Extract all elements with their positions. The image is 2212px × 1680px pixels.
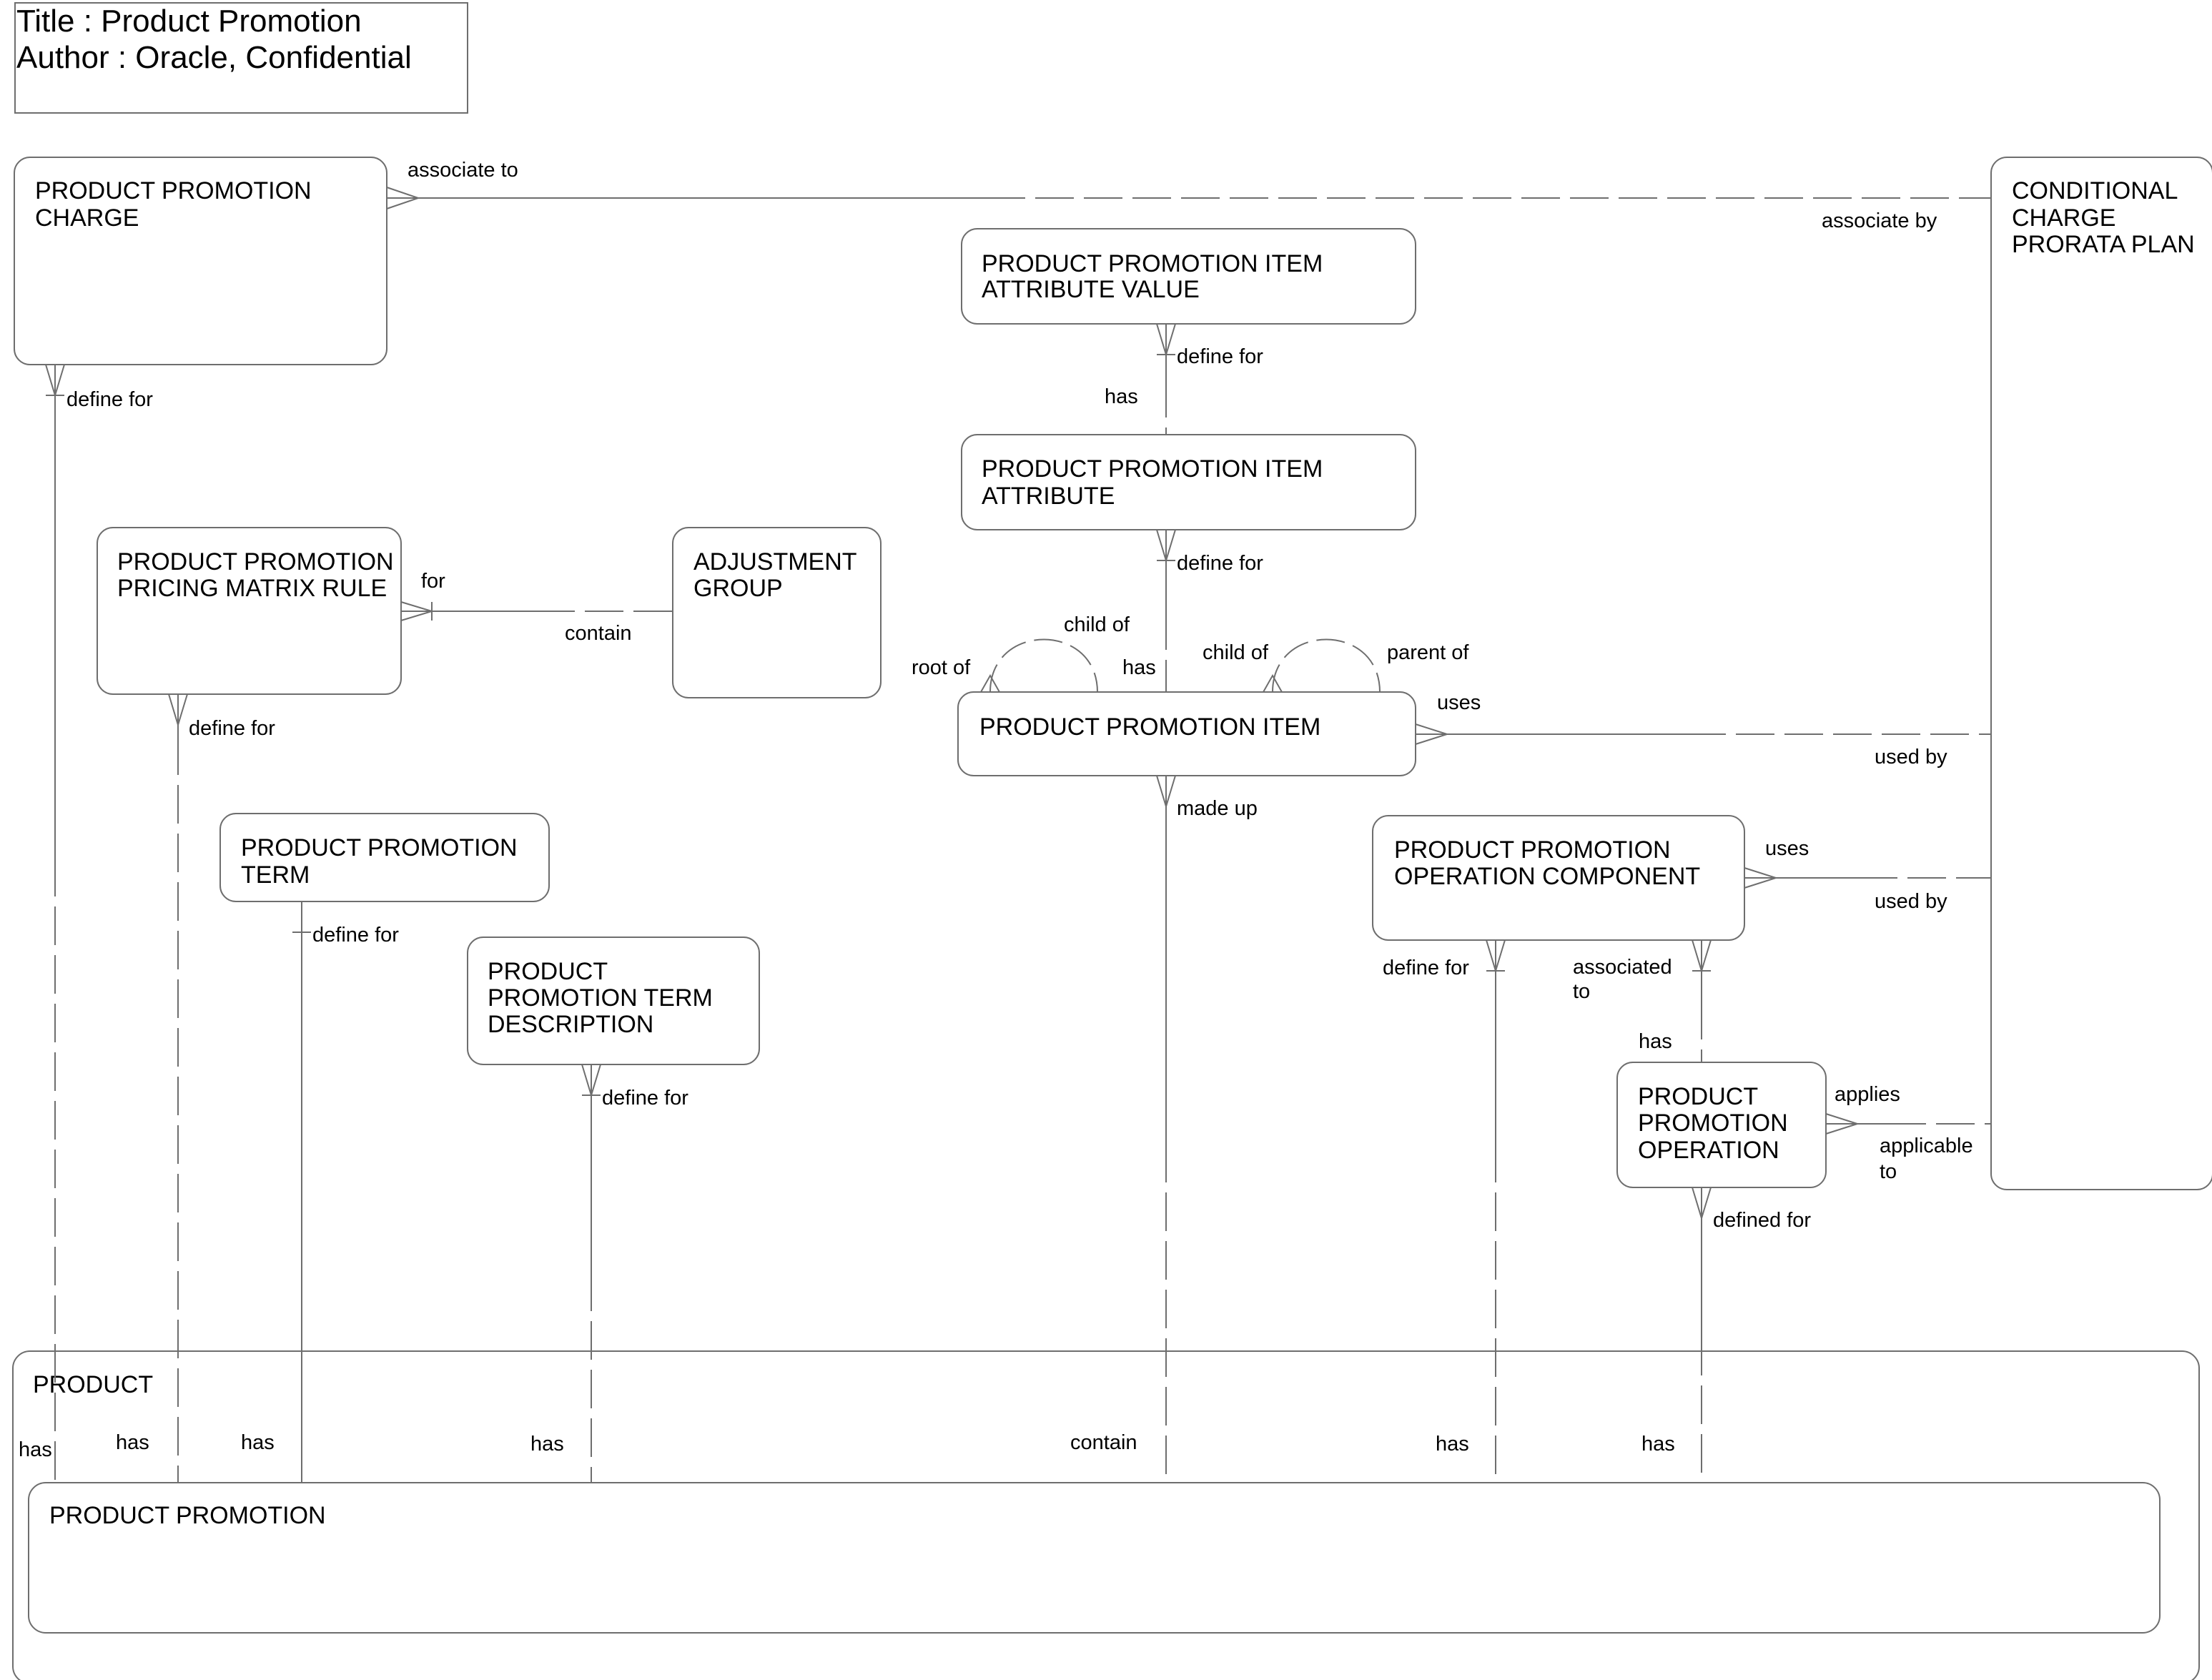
rel-label-associate-by: associate by: [1822, 209, 1937, 232]
rel-label-opcomp-define-for: define for: [1383, 957, 1469, 979]
rel-label-iav-define-for: define for: [1177, 345, 1263, 368]
rel-label-op-applies: applies: [1835, 1083, 1900, 1106]
rel-label-iav-has: has: [1105, 385, 1138, 408]
entity-iav-line-2: ATTRIBUTE VALUE: [982, 276, 1200, 303]
entity-pricing-line-2: PRICING MATRIX RULE: [117, 575, 387, 602]
entity-charge-line-1: PRODUCT PROMOTION: [35, 177, 312, 204]
rel-label-term-define-for: define for: [312, 924, 399, 947]
entity-term-line-1: PRODUCT PROMOTION: [241, 834, 518, 861]
entity-opcomp-line-2: OPERATION COMPONENT: [1394, 863, 1700, 890]
entity-conditional-line-1: CONDITIONAL: [2012, 177, 2178, 204]
entity-opcomp-line-1: PRODUCT PROMOTION: [1394, 836, 1671, 864]
rel-label-charge-define-for: define for: [66, 388, 153, 411]
rel-iav-attribute: define for has: [1105, 323, 1263, 435]
rel-termdesc-promotion: define for has: [530, 1064, 688, 1483]
rel-label-opcomp-op-has: has: [1639, 1030, 1672, 1053]
entity-ia-line-1: PRODUCT PROMOTION ITEM: [982, 455, 1323, 483]
rel-attribute-item: define for has: [1122, 529, 1263, 692]
entity-item-attribute-box[interactable]: [961, 434, 1416, 530]
rel-item-promotion: made up contain: [1070, 775, 1258, 1483]
rel-label-child-of: child of: [1203, 641, 1269, 664]
entity-conditional-charge-prorata-plan-box[interactable]: [1990, 157, 2212, 1190]
entity-charge-line-2: CHARGE: [35, 204, 139, 232]
entity-termdesc-line-3: DESCRIPTION: [488, 1011, 653, 1038]
rel-pricing-promotion: define for has: [116, 693, 275, 1483]
rel-label-attr-define-for: define for: [1177, 552, 1263, 575]
entity-operation-line-3: OPERATION: [1638, 1137, 1779, 1164]
rel-label-opcomp-has: has: [1436, 1433, 1469, 1456]
diagram-title: Title : Product Promotion: [16, 4, 362, 39]
entity-product-promotion-label: PRODUCT PROMOTION: [49, 1502, 326, 1529]
rel-label-op-applicable-to: to: [1880, 1160, 1897, 1183]
entity-termdesc-line-2: PROMOTION TERM: [488, 984, 713, 1012]
entity-adjustment-line-1: ADJUSTMENT: [693, 548, 857, 575]
rel-label-item-contain: contain: [1070, 1431, 1137, 1454]
entity-adjustment-group-box[interactable]: [672, 527, 882, 698]
rel-label-pricing-define-for: define for: [189, 717, 275, 740]
rel-label-item-made-up: made up: [1177, 797, 1258, 820]
entity-adjustment-line-2: GROUP: [693, 575, 783, 602]
entity-product-promotion-charge-box[interactable]: [14, 157, 387, 365]
rel-item-parent-recursion: child of parent of: [1203, 638, 1469, 693]
entity-operation-line-2: PROMOTION: [1638, 1110, 1788, 1137]
rel-operation-conditional: applies applicable to: [1825, 1083, 1991, 1183]
rel-label-item-used-by: used by: [1875, 746, 1947, 769]
entity-conditional-line-2: CHARGE: [2012, 204, 2115, 232]
rel-label-opcomp-associated-to: to: [1573, 980, 1590, 1003]
rel-label-op-defined-for: defined for: [1713, 1209, 1811, 1232]
entity-pricing-line-1: PRODUCT PROMOTION: [117, 548, 394, 575]
rel-operation-promotion: defined for has: [1641, 1187, 1811, 1483]
rel-charge-promotion: define for has: [19, 364, 153, 1483]
rel-label-parent-of: parent of: [1387, 641, 1469, 664]
rel-label-pricing-has: has: [116, 1431, 149, 1454]
entity-conditional-line-3: PRORATA PLAN: [2012, 231, 2195, 258]
rel-label-charge-has: has: [19, 1438, 52, 1461]
rel-label-op-has: has: [1641, 1433, 1675, 1456]
entity-iav-line-1: PRODUCT PROMOTION ITEM: [982, 250, 1323, 277]
rel-label-termdesc-has: has: [530, 1433, 564, 1456]
rel-opcomp-conditional: uses used by: [1744, 837, 1991, 913]
rel-label-opcomp-uses: uses: [1765, 837, 1809, 860]
rel-label-pricing-for: for: [421, 570, 445, 593]
rel-label-op-applicable: applicable: [1880, 1135, 1973, 1157]
entity-termdesc-line-1: PRODUCT: [488, 958, 608, 985]
rel-label-opcomp-used-by: used by: [1875, 890, 1947, 913]
rel-label-pricing-contain: contain: [565, 622, 632, 645]
rel-opcomp-promotion: define for has: [1383, 939, 1506, 1483]
entity-product-label: PRODUCT: [33, 1371, 153, 1398]
rel-item-root-recursion: root of child of: [912, 613, 1130, 693]
entity-item-attribute-value-box[interactable]: [961, 228, 1416, 325]
rel-label-termdesc-define-for: define for: [602, 1087, 688, 1110]
rel-label-item-uses: uses: [1437, 691, 1481, 714]
rel-opcomp-operation: associated to has: [1573, 939, 1712, 1062]
rel-item-conditional: uses used by: [1415, 691, 1991, 769]
rel-label-attr-has: has: [1122, 656, 1156, 679]
rel-label-associate-to: associate to: [408, 159, 518, 182]
entity-product-promotion-term-box[interactable]: [219, 813, 550, 902]
entity-product-promotion-box[interactable]: [28, 1482, 2161, 1634]
rel-label-root-child-of: child of: [1064, 613, 1130, 636]
entity-ia-line-2: ATTRIBUTE: [982, 483, 1115, 510]
title-box: [14, 2, 468, 114]
rel-label-root-of: root of: [912, 656, 971, 679]
entity-product-promotion-operation-box[interactable]: [1616, 1062, 1827, 1188]
rel-term-promotion: define for has: [241, 901, 399, 1483]
rel-charge-conditional: associate to associate by: [386, 159, 1991, 232]
entity-operation-line-1: PRODUCT: [1638, 1083, 1758, 1110]
entity-term-description-box[interactable]: [467, 937, 760, 1065]
entity-item-line-1: PRODUCT PROMOTION ITEM: [979, 713, 1320, 741]
entity-term-line-2: TERM: [241, 861, 310, 889]
rel-label-term-has: has: [241, 1431, 275, 1454]
rel-label-opcomp-associated: associated: [1573, 956, 1672, 979]
rel-pricing-adjustment: for contain: [400, 570, 673, 645]
diagram-author: Author : Oracle, Confidential: [16, 40, 412, 75]
